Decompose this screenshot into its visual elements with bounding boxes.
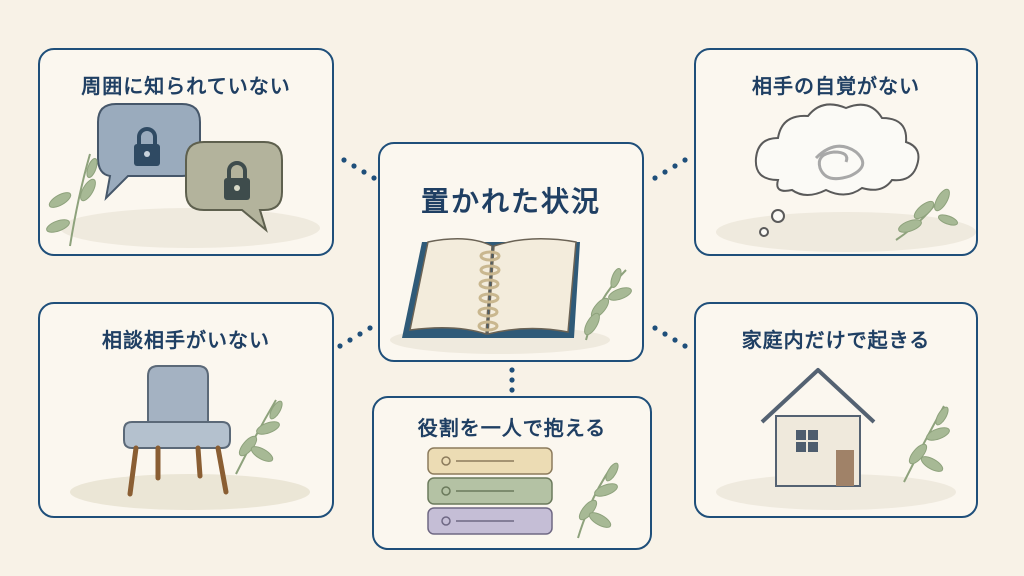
- card-title-mid-left: 相談相手がいない: [102, 328, 270, 352]
- house-icon: [760, 368, 876, 487]
- card-mid-left: 相談相手がいない: [38, 302, 334, 518]
- card-title-bottom: 役割を一人で抱える: [417, 416, 607, 440]
- card-top-left: 周囲に知られていない: [38, 48, 334, 256]
- leaf-branch-icon: [903, 405, 950, 483]
- leaf-branch-icon: [577, 462, 619, 539]
- card-center: 置かれた状況: [378, 142, 644, 362]
- leaf-branch-icon: [46, 153, 98, 247]
- chair-icon: [123, 365, 231, 497]
- leaf-branch-icon: [584, 268, 632, 341]
- leaf-branch-icon: [235, 399, 283, 475]
- center-title: 置かれた状況: [420, 185, 601, 218]
- leaf-branch-icon: [895, 188, 958, 241]
- card-top-right: 相手の自覚がない: [694, 48, 978, 256]
- card-mid-right: 家庭内だけで起きる: [694, 302, 978, 518]
- stacked-boxes-icon: [427, 447, 553, 535]
- card-title-mid-right: 家庭内だけで起きる: [741, 328, 931, 352]
- open-notebook-icon: [402, 238, 580, 338]
- thought-cloud-icon: [754, 103, 920, 237]
- speech-bubble-lock-icon: [185, 141, 283, 233]
- card-title-top-left: 周囲に知られていない: [81, 74, 291, 98]
- card-bottom: 役割を一人で抱える: [372, 396, 652, 550]
- card-title-top-right: 相手の自覚がない: [752, 74, 920, 98]
- speech-bubble-lock-icon: [97, 103, 201, 201]
